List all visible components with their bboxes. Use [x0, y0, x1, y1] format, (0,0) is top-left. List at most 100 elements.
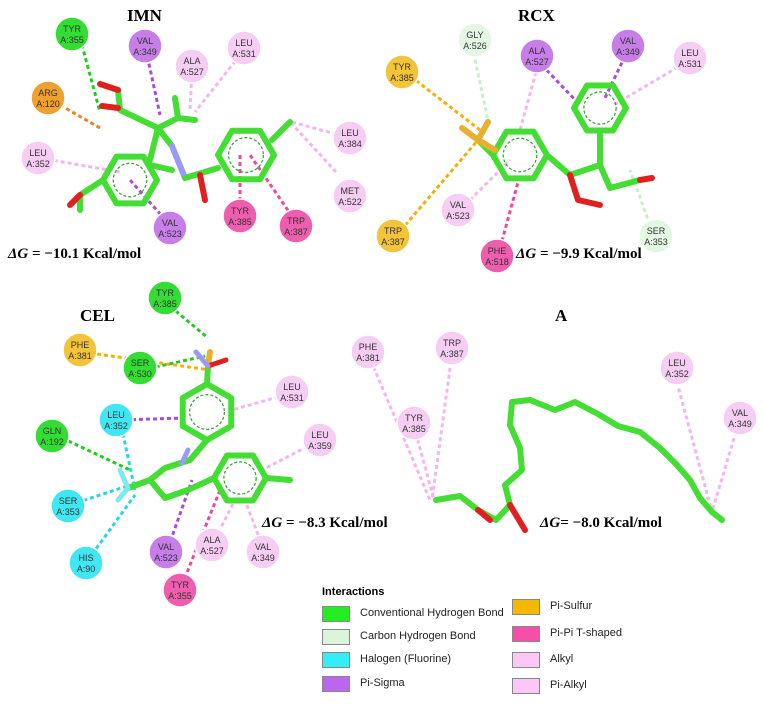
delta-g-imn: ΔG = −10.1 Kcal/mol [8, 246, 142, 262]
residue-id: A:381 [68, 351, 92, 361]
residue-circle [375, 218, 411, 254]
legend-label: Pi-Sigma [360, 677, 405, 689]
residue-circle [350, 334, 386, 370]
legend-label: Pi-Alkyl [550, 679, 587, 691]
residue-id: A:526 [463, 41, 487, 51]
residue-id: A:352 [104, 421, 128, 431]
residue-name: LEU [311, 430, 329, 440]
residue-name: TRP [384, 226, 402, 236]
residue-name: SER [59, 496, 78, 506]
ligand-bond [544, 152, 643, 191]
interaction-line [89, 351, 211, 372]
ligand-bond [475, 137, 498, 153]
residue-id: A:90 [77, 564, 96, 574]
legend-swatch [512, 652, 540, 668]
residue-circle [519, 38, 555, 74]
ligand-bond [527, 397, 725, 523]
residue-name: VAL [450, 200, 466, 210]
delta-g-a: ΔG= −8.0 Kcal/mol [540, 515, 662, 531]
residue-circle [226, 30, 262, 66]
residue-circle [50, 488, 86, 524]
aromatic-ring [502, 137, 538, 173]
residue-name: ALA [183, 56, 200, 66]
residue-id: A:387 [284, 227, 308, 237]
residue-id: A:355 [60, 35, 84, 45]
residue-circle [302, 422, 338, 458]
residue-name: ALA [528, 46, 545, 56]
interaction-line [412, 425, 436, 501]
aromatic-ring [189, 394, 225, 430]
ligand-bond [77, 177, 106, 213]
legend-label: Conventional Hydrogen Bond [360, 607, 504, 619]
residue-circle [396, 405, 432, 441]
panel-title-cel: CEL [80, 306, 115, 325]
residue-name: LEU [341, 128, 359, 138]
ligand-bond [147, 162, 175, 173]
ligand-bond [115, 87, 161, 131]
residue-circle [332, 120, 368, 156]
residue-name: HIS [78, 553, 93, 563]
ligand-bond [147, 95, 181, 163]
residue-circle [68, 545, 104, 581]
residue-id: A:527 [200, 546, 224, 556]
ligand-bond [459, 125, 481, 143]
residue-circle [20, 140, 56, 176]
residue-circle [30, 80, 66, 116]
residue-name: TRP [443, 338, 461, 348]
ligand-bond [197, 172, 208, 203]
residue-circle [440, 192, 476, 228]
delta-g-cel: ΔG = −8.3 Kcal/mol [262, 515, 388, 531]
ligand-bond [125, 477, 153, 491]
interaction-line [61, 436, 131, 472]
ligand-bond [179, 447, 191, 466]
residue-id: A:385 [153, 299, 177, 309]
interactions-legend: Interactions Conventional Hydrogen Bond … [318, 582, 718, 702]
interaction-line [78, 37, 102, 113]
interaction-line [86, 494, 137, 561]
residue-circle [245, 534, 281, 570]
ligand-bond [155, 125, 175, 149]
residue-circle [174, 48, 210, 84]
residue-name: TYR [171, 580, 190, 590]
delta-g-rcx: ΔG = −9.9 Kcal/mol [516, 246, 642, 262]
residue-name: VAL [158, 542, 174, 552]
interaction-line [673, 374, 714, 513]
ligand-bond [269, 119, 293, 143]
ligand-bond [475, 507, 493, 523]
panel-title-rcx: RCX [518, 6, 555, 25]
interaction-line [193, 49, 246, 113]
legend-title: Interactions [322, 586, 385, 598]
residue-circle [332, 178, 368, 214]
residue-id: A:352 [26, 159, 50, 169]
residue-name: PHE [488, 246, 507, 256]
residue-name: LEU [235, 38, 253, 48]
legend-swatch [322, 629, 350, 645]
ligand-bond [169, 143, 188, 181]
ligand-bond [175, 115, 198, 123]
interaction-line [394, 139, 480, 237]
ligand-bond [97, 81, 121, 93]
residue-id: A:359 [308, 441, 332, 451]
interaction-line [118, 419, 137, 491]
residue-id: A:527 [180, 67, 204, 77]
ligand-bond [567, 172, 603, 208]
residue-name: MET [341, 186, 361, 196]
residue-id: A:352 [665, 369, 689, 379]
residue-circle [672, 40, 708, 76]
interaction-line [290, 122, 338, 174]
